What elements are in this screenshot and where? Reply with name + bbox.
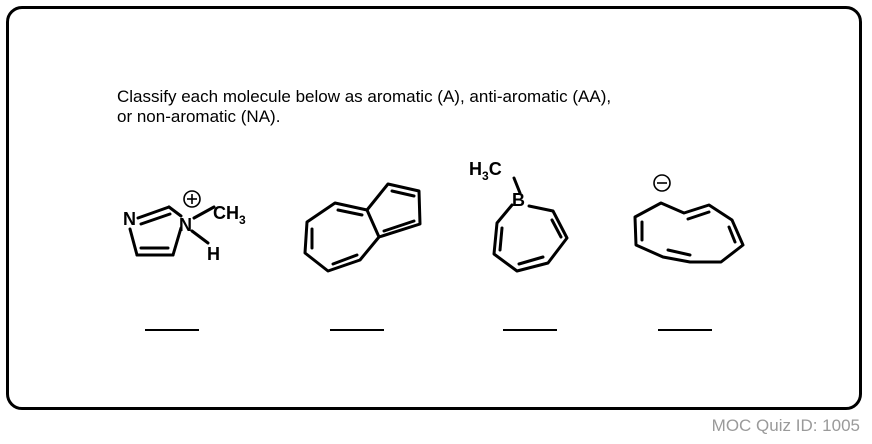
methyl-subscript: 3 (482, 169, 489, 183)
bond-double (666, 248, 692, 257)
ring-five (365, 182, 422, 239)
bond (171, 226, 183, 257)
bond-double (390, 189, 416, 198)
atom-label-n2: N (179, 215, 192, 235)
bond (167, 205, 183, 218)
bond (192, 205, 216, 220)
instructions: Classify each molecule below as aromatic… (117, 87, 797, 127)
quiz-id-label: MOC Quiz ID: 1005 (711, 416, 860, 435)
negative-charge-icon (653, 174, 671, 192)
atom-label-methyl: CH3 (213, 203, 246, 227)
atom-label-methyl: H3C (469, 159, 502, 183)
bond-double (331, 253, 359, 266)
answer-blank-4[interactable] (658, 329, 712, 331)
bond (128, 227, 139, 257)
bond-double (550, 218, 563, 239)
atom-label-n1: N (123, 209, 136, 229)
ring-seven (492, 203, 569, 273)
molecule-cyclononatetraenide (633, 174, 745, 264)
bond (139, 212, 172, 226)
molecule-azulene (303, 182, 422, 273)
quiz-card (6, 6, 862, 410)
methyl-c: C (489, 159, 502, 179)
answer-blank-2[interactable] (330, 329, 384, 331)
atom-label-boron: B (512, 190, 525, 210)
answer-blank-3[interactable] (503, 329, 557, 331)
bond-double (382, 219, 416, 233)
answer-blank-1[interactable] (145, 329, 199, 331)
ring-nine (633, 201, 745, 264)
methyl-text: CH (213, 203, 239, 223)
molecule-imidazolium: N N CH3 H (123, 190, 246, 264)
bond-double (727, 225, 737, 244)
ring-seven (303, 201, 381, 273)
bond-double (517, 255, 545, 266)
atom-label-h: H (207, 244, 220, 264)
bond-double (336, 208, 364, 217)
bond (136, 205, 171, 220)
bond-double (498, 226, 504, 252)
bond (512, 176, 522, 195)
bond-double (686, 210, 711, 221)
molecule-borepine: H3C B (469, 159, 569, 273)
methyl-subscript: 3 (239, 213, 246, 227)
instructions-line-2: or non-aromatic (NA). (117, 107, 281, 126)
instructions-line-1: Classify each molecule below as aromatic… (117, 87, 612, 106)
positive-charge-icon (183, 190, 201, 208)
bond (190, 229, 210, 245)
methyl-h: H (469, 159, 482, 179)
